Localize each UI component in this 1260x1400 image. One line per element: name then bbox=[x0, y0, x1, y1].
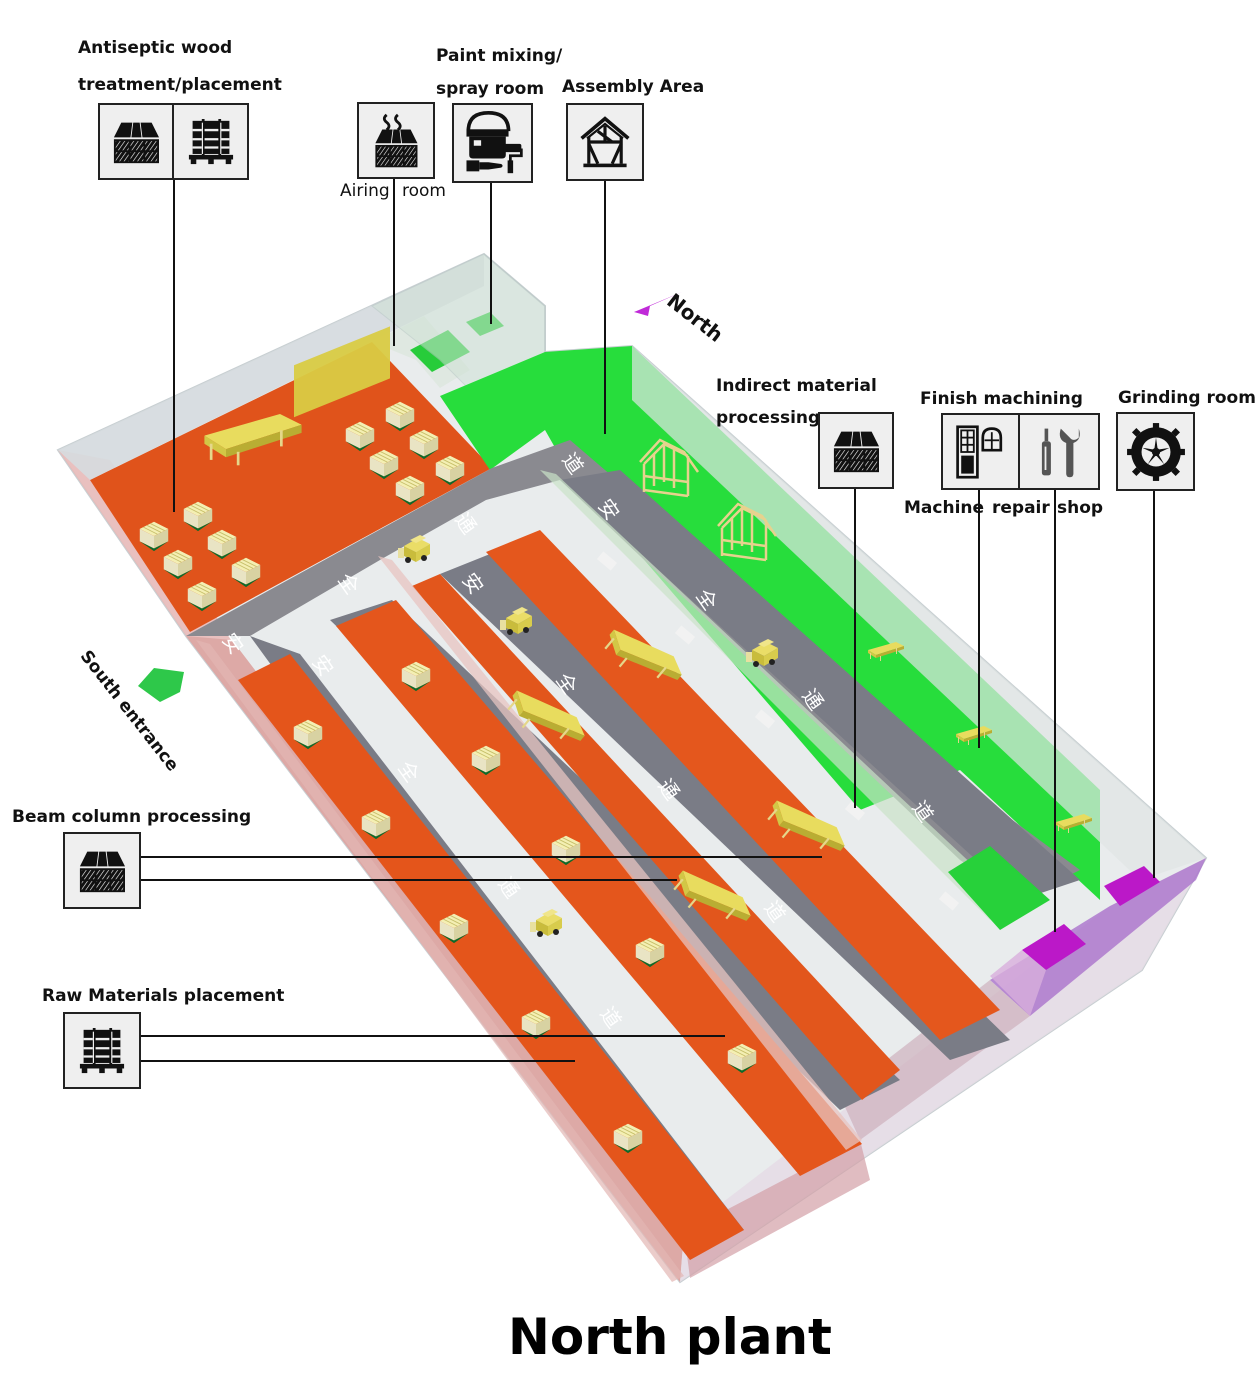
label-grinding: Grinding room bbox=[1118, 388, 1256, 408]
label-airing-line2: room bbox=[402, 181, 446, 201]
pallet-rack-icon bbox=[183, 119, 239, 165]
processing-machines bbox=[204, 326, 1092, 942]
antiseptic-icon-box-1 bbox=[98, 103, 174, 180]
assembly-area-wall bbox=[632, 346, 1206, 880]
aisle-strip-4 bbox=[560, 470, 1080, 900]
label-repair-line2: repair bbox=[992, 498, 1050, 518]
airing-icon-box bbox=[357, 102, 435, 179]
indirect-icon-box bbox=[818, 412, 894, 489]
antiseptic-icon-box-2 bbox=[172, 103, 249, 180]
label-indirect-line1: Indirect material bbox=[716, 376, 877, 396]
machine-repair-floor bbox=[1022, 924, 1086, 970]
lumber-stack-icon bbox=[108, 119, 164, 165]
timber-frame-house-icon bbox=[578, 115, 632, 169]
grinding-room-floor bbox=[1104, 866, 1160, 906]
beam-icon-box bbox=[63, 832, 141, 909]
production-lane-1 bbox=[238, 654, 744, 1260]
green-end-room bbox=[948, 846, 1050, 930]
grinding-icon-box bbox=[1116, 412, 1195, 491]
drying-lumber-icon bbox=[368, 113, 424, 169]
pallet-rack-icon bbox=[74, 1028, 130, 1074]
glass-partition-1 bbox=[378, 556, 862, 1150]
lumber-stack-icon bbox=[74, 848, 130, 894]
white-tables bbox=[596, 551, 960, 911]
label-raw: Raw Materials placement bbox=[42, 986, 285, 1006]
finish-icon-box bbox=[941, 413, 1020, 490]
north-arrow-icon bbox=[634, 292, 682, 316]
label-airing-line1: Airing bbox=[340, 181, 390, 201]
label-beam: Beam column processing bbox=[12, 807, 252, 827]
glass-partition-2 bbox=[540, 470, 1010, 920]
screwdriver-wrench-icon bbox=[1032, 425, 1086, 479]
grinding-wheel-icon bbox=[1125, 421, 1187, 483]
glass-partition-3 bbox=[196, 640, 684, 1282]
production-lane-2 bbox=[336, 600, 862, 1176]
label-antiseptic-line1: Antiseptic wood bbox=[78, 38, 233, 58]
repair-icon-box bbox=[1018, 413, 1100, 490]
assembly-icon-box bbox=[566, 103, 644, 181]
production-lane-4 bbox=[486, 530, 1000, 1040]
label-paint-line2: spray room bbox=[436, 79, 545, 99]
south-entrance-arrow-icon bbox=[138, 668, 184, 702]
label-repair-line1: Machine bbox=[904, 498, 985, 518]
label-repair-line3: shop bbox=[1057, 498, 1104, 518]
label-indirect-line2: processing bbox=[716, 408, 821, 428]
label-paint-line1: Paint mixing/ bbox=[436, 46, 563, 66]
label-antiseptic-line2: treatment/placement bbox=[78, 75, 282, 95]
label-finish: Finish machining bbox=[920, 389, 1083, 409]
leader-lines bbox=[140, 178, 1155, 1062]
raw-icon-box bbox=[63, 1012, 141, 1089]
page-title: North plant bbox=[508, 1308, 832, 1366]
storage-container bbox=[294, 326, 390, 418]
light-purple-rooms bbox=[990, 950, 1046, 1016]
label-assembly: Assembly Area bbox=[562, 77, 705, 97]
paint-icon-box bbox=[452, 103, 533, 183]
door-window-icon bbox=[954, 425, 1008, 479]
lumber-stack-icon bbox=[828, 428, 884, 474]
paint-bucket-roller-icon bbox=[461, 111, 525, 175]
